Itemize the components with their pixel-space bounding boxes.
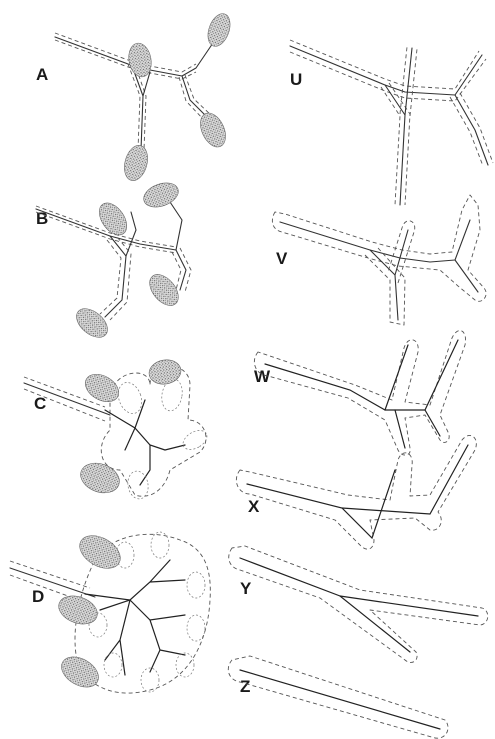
panel-a: A xyxy=(36,11,234,184)
spore xyxy=(195,109,230,151)
spore xyxy=(147,357,183,386)
panel-c: C xyxy=(24,357,210,500)
spore xyxy=(94,198,133,240)
panel-z: Z xyxy=(228,656,448,738)
panel-label-a: A xyxy=(36,65,48,84)
spore xyxy=(144,269,184,311)
panel-v: V xyxy=(272,195,486,325)
panel-label-y: Y xyxy=(240,579,252,598)
panel-label-z: Z xyxy=(240,677,250,696)
spore xyxy=(74,529,126,575)
spore xyxy=(71,303,113,343)
spore xyxy=(56,651,104,694)
panel-w: W xyxy=(254,331,466,456)
panel-label-v: V xyxy=(276,249,288,268)
panel-x: X xyxy=(236,435,476,549)
panel-label-b: B xyxy=(36,209,48,228)
spore xyxy=(204,11,234,50)
panel-b: B xyxy=(36,179,191,343)
panel-label-u: U xyxy=(290,70,302,89)
spore xyxy=(80,369,123,408)
spore xyxy=(76,458,123,498)
spore xyxy=(121,143,152,183)
panel-label-x: X xyxy=(248,497,260,516)
panel-label-w: W xyxy=(254,367,271,386)
panel-d: D xyxy=(10,529,210,693)
panel-u: U xyxy=(290,40,493,205)
spore xyxy=(140,179,181,212)
panel-y: Y xyxy=(229,546,488,662)
panel-label-d: D xyxy=(32,587,44,606)
